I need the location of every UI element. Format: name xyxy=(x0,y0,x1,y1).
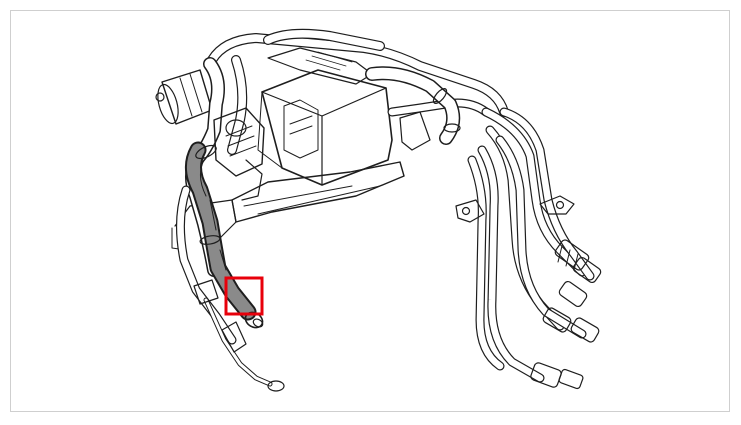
right-hose-connectors xyxy=(455,195,602,390)
connector-upper-3 xyxy=(558,280,588,308)
heater-unit xyxy=(257,47,393,186)
connector-upper-2 xyxy=(572,256,602,284)
connector-lower xyxy=(530,362,584,390)
highlight-callout-box xyxy=(224,276,264,316)
pump-assembly xyxy=(213,107,265,201)
mounting-tab-right xyxy=(455,195,575,223)
connector-middle-2 xyxy=(570,317,600,343)
highlighted-hose xyxy=(185,141,264,329)
left-canister xyxy=(155,69,213,125)
right-coolant-pipes xyxy=(467,107,595,383)
right-upper-hose xyxy=(365,66,461,151)
connector-middle-1 xyxy=(542,307,572,333)
connector-upper-1 xyxy=(554,239,590,271)
